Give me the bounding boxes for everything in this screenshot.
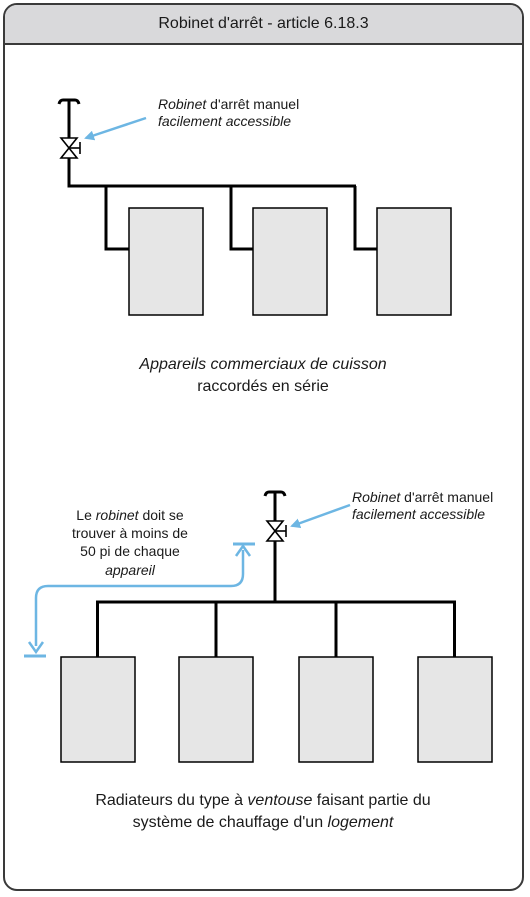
appliance-2c xyxy=(298,656,374,763)
appliance-2a xyxy=(60,656,136,763)
caption-parallel: Radiateurs du type à ventouse faisant pa… xyxy=(95,792,431,832)
branch-pipe-1c xyxy=(353,186,377,251)
valve-label-2: Robinet d'arrêt manuel facilement access… xyxy=(352,489,494,523)
appliance-1b xyxy=(252,207,328,316)
shutoff-valve-2-icon xyxy=(265,520,287,542)
branch-pipe-1b xyxy=(229,186,253,251)
appliance-2b xyxy=(178,656,254,763)
diagram-1-series xyxy=(57,98,452,316)
caption-series: Appareils commerciaux de cuisson raccord… xyxy=(139,356,387,396)
appliance-2d xyxy=(417,656,493,763)
diagram-2-parallel xyxy=(24,490,493,763)
appliance-1c xyxy=(376,207,452,316)
distance-note: Le robinet doit se trouver à moins de 50… xyxy=(72,507,188,578)
valve-callout-arrow-2 xyxy=(290,503,351,528)
shutoff-valve-1-icon xyxy=(59,137,81,159)
figure-title: Robinet d'arrêt - article 6.18.3 xyxy=(5,5,522,45)
branch-pipe-1a xyxy=(104,186,129,251)
valve-callout-arrow-1 xyxy=(84,116,147,141)
valve-label-1: Robinet d'arrêt manuel facilement access… xyxy=(158,96,300,130)
distance-dimension-arrow xyxy=(24,542,255,658)
appliance-1a xyxy=(128,207,204,316)
